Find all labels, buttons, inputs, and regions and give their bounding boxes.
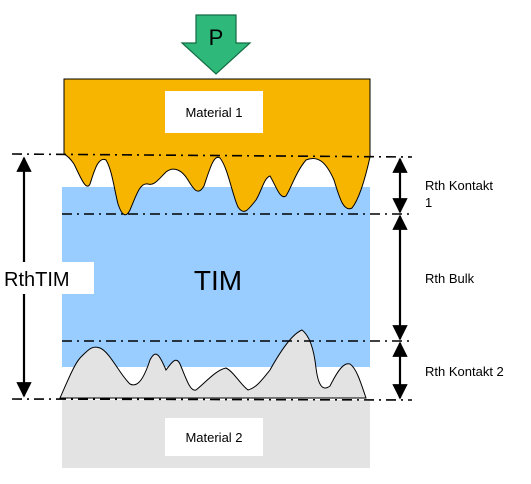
- tim-block: [62, 187, 370, 367]
- material-1-label: Material 1: [185, 105, 242, 120]
- rth-kontakt-2-label: Rth Kontakt 2: [425, 364, 504, 379]
- material-2-rough-surface: [59, 329, 367, 399]
- material-2-label: Material 2: [185, 430, 242, 445]
- tim-label: TIM: [194, 265, 242, 296]
- rth-bulk-label: Rth Bulk: [425, 271, 475, 286]
- reference-line-4: [11, 398, 413, 401]
- rth-tim-label-box: [0, 262, 94, 294]
- rth-kontakt-1-label: Rth Kontakt 1: [425, 178, 497, 210]
- force-label: P: [209, 25, 224, 50]
- force-arrow-icon: [180, 14, 252, 75]
- material-2-label-box: [165, 418, 263, 456]
- rth-tim-label: RthTIM: [4, 269, 70, 291]
- reference-line-1: [11, 153, 413, 158]
- material-1-label-box: [165, 91, 263, 133]
- material-1-block: [63, 78, 371, 216]
